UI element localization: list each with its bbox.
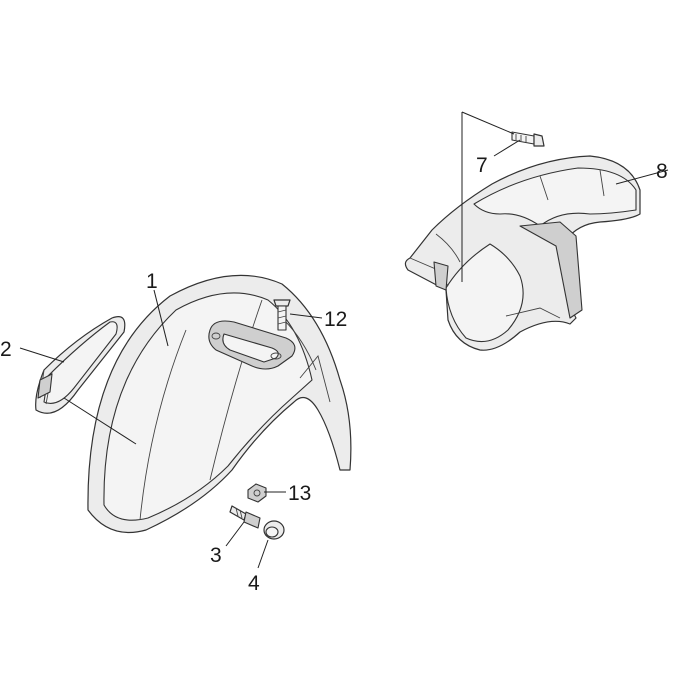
- leader-12: [289, 313, 323, 319]
- part-7-screw: [511, 131, 545, 147]
- part-13-nut: [247, 483, 267, 503]
- leader-2b: [63, 397, 137, 445]
- leader-2a: [19, 347, 65, 363]
- leader-4: [257, 539, 269, 569]
- leader-7-diagonal: [461, 111, 515, 135]
- leader-3: [225, 521, 245, 547]
- part-4-grommet: [263, 520, 285, 540]
- callout-12: 12: [324, 308, 347, 331]
- callout-13: 13: [288, 482, 311, 505]
- part-1-front-mudguard: [87, 274, 352, 534]
- callout-7: 7: [476, 154, 488, 177]
- callout-2: 2: [0, 338, 12, 361]
- leader-8: [615, 169, 669, 185]
- callout-8: 8: [656, 160, 668, 183]
- part-12-screw: [273, 299, 291, 331]
- leader-lines: [19, 111, 669, 569]
- leader-7: [493, 139, 521, 157]
- part-3-bolt: [229, 505, 261, 529]
- callout-3: 3: [210, 544, 222, 567]
- callout-labels: 1 2 3 4 7 8 12 13: [0, 154, 668, 595]
- callout-4: 4: [248, 572, 260, 595]
- part-2-trim-strip: [35, 316, 126, 414]
- callout-1: 1: [146, 270, 158, 293]
- leader-1: [153, 289, 169, 347]
- part-8-rear-mudguard: [404, 155, 641, 351]
